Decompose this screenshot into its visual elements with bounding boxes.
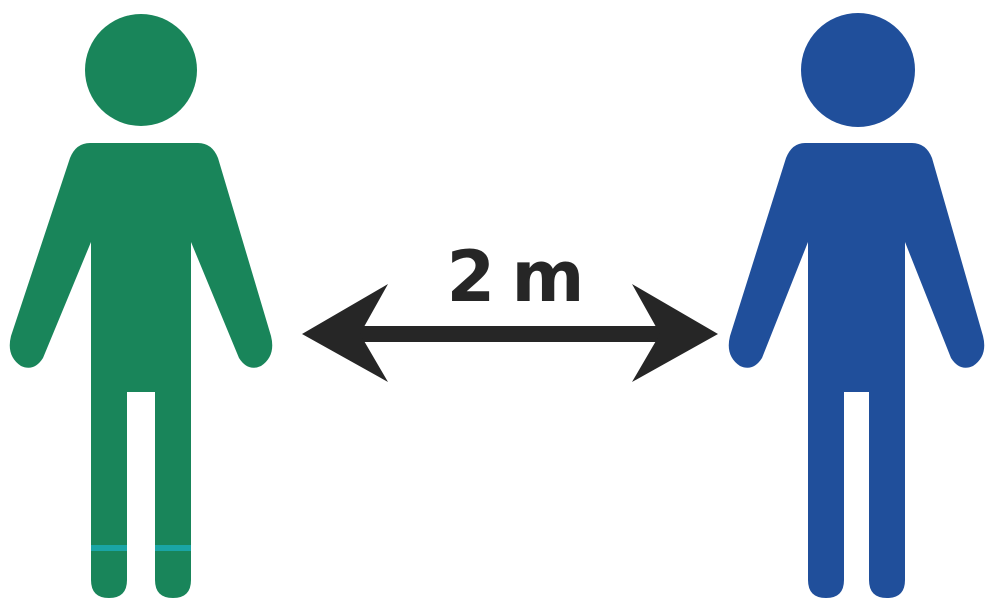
right-person-icon bbox=[728, 13, 985, 598]
left-person-icon bbox=[9, 14, 273, 598]
left-person-shoe-stripe bbox=[91, 545, 127, 551]
left-person-head bbox=[85, 14, 197, 126]
arrow-head-left bbox=[302, 284, 388, 382]
left-person-body bbox=[9, 143, 273, 598]
arrow-head-right bbox=[632, 284, 718, 382]
left-person-shoe-stripe bbox=[155, 545, 191, 551]
double-headed-arrow-icon bbox=[302, 284, 718, 382]
right-person-body bbox=[728, 143, 985, 598]
arrow-shaft bbox=[350, 326, 670, 342]
distance-label: 2 m bbox=[446, 236, 584, 318]
right-person-head bbox=[801, 13, 915, 127]
